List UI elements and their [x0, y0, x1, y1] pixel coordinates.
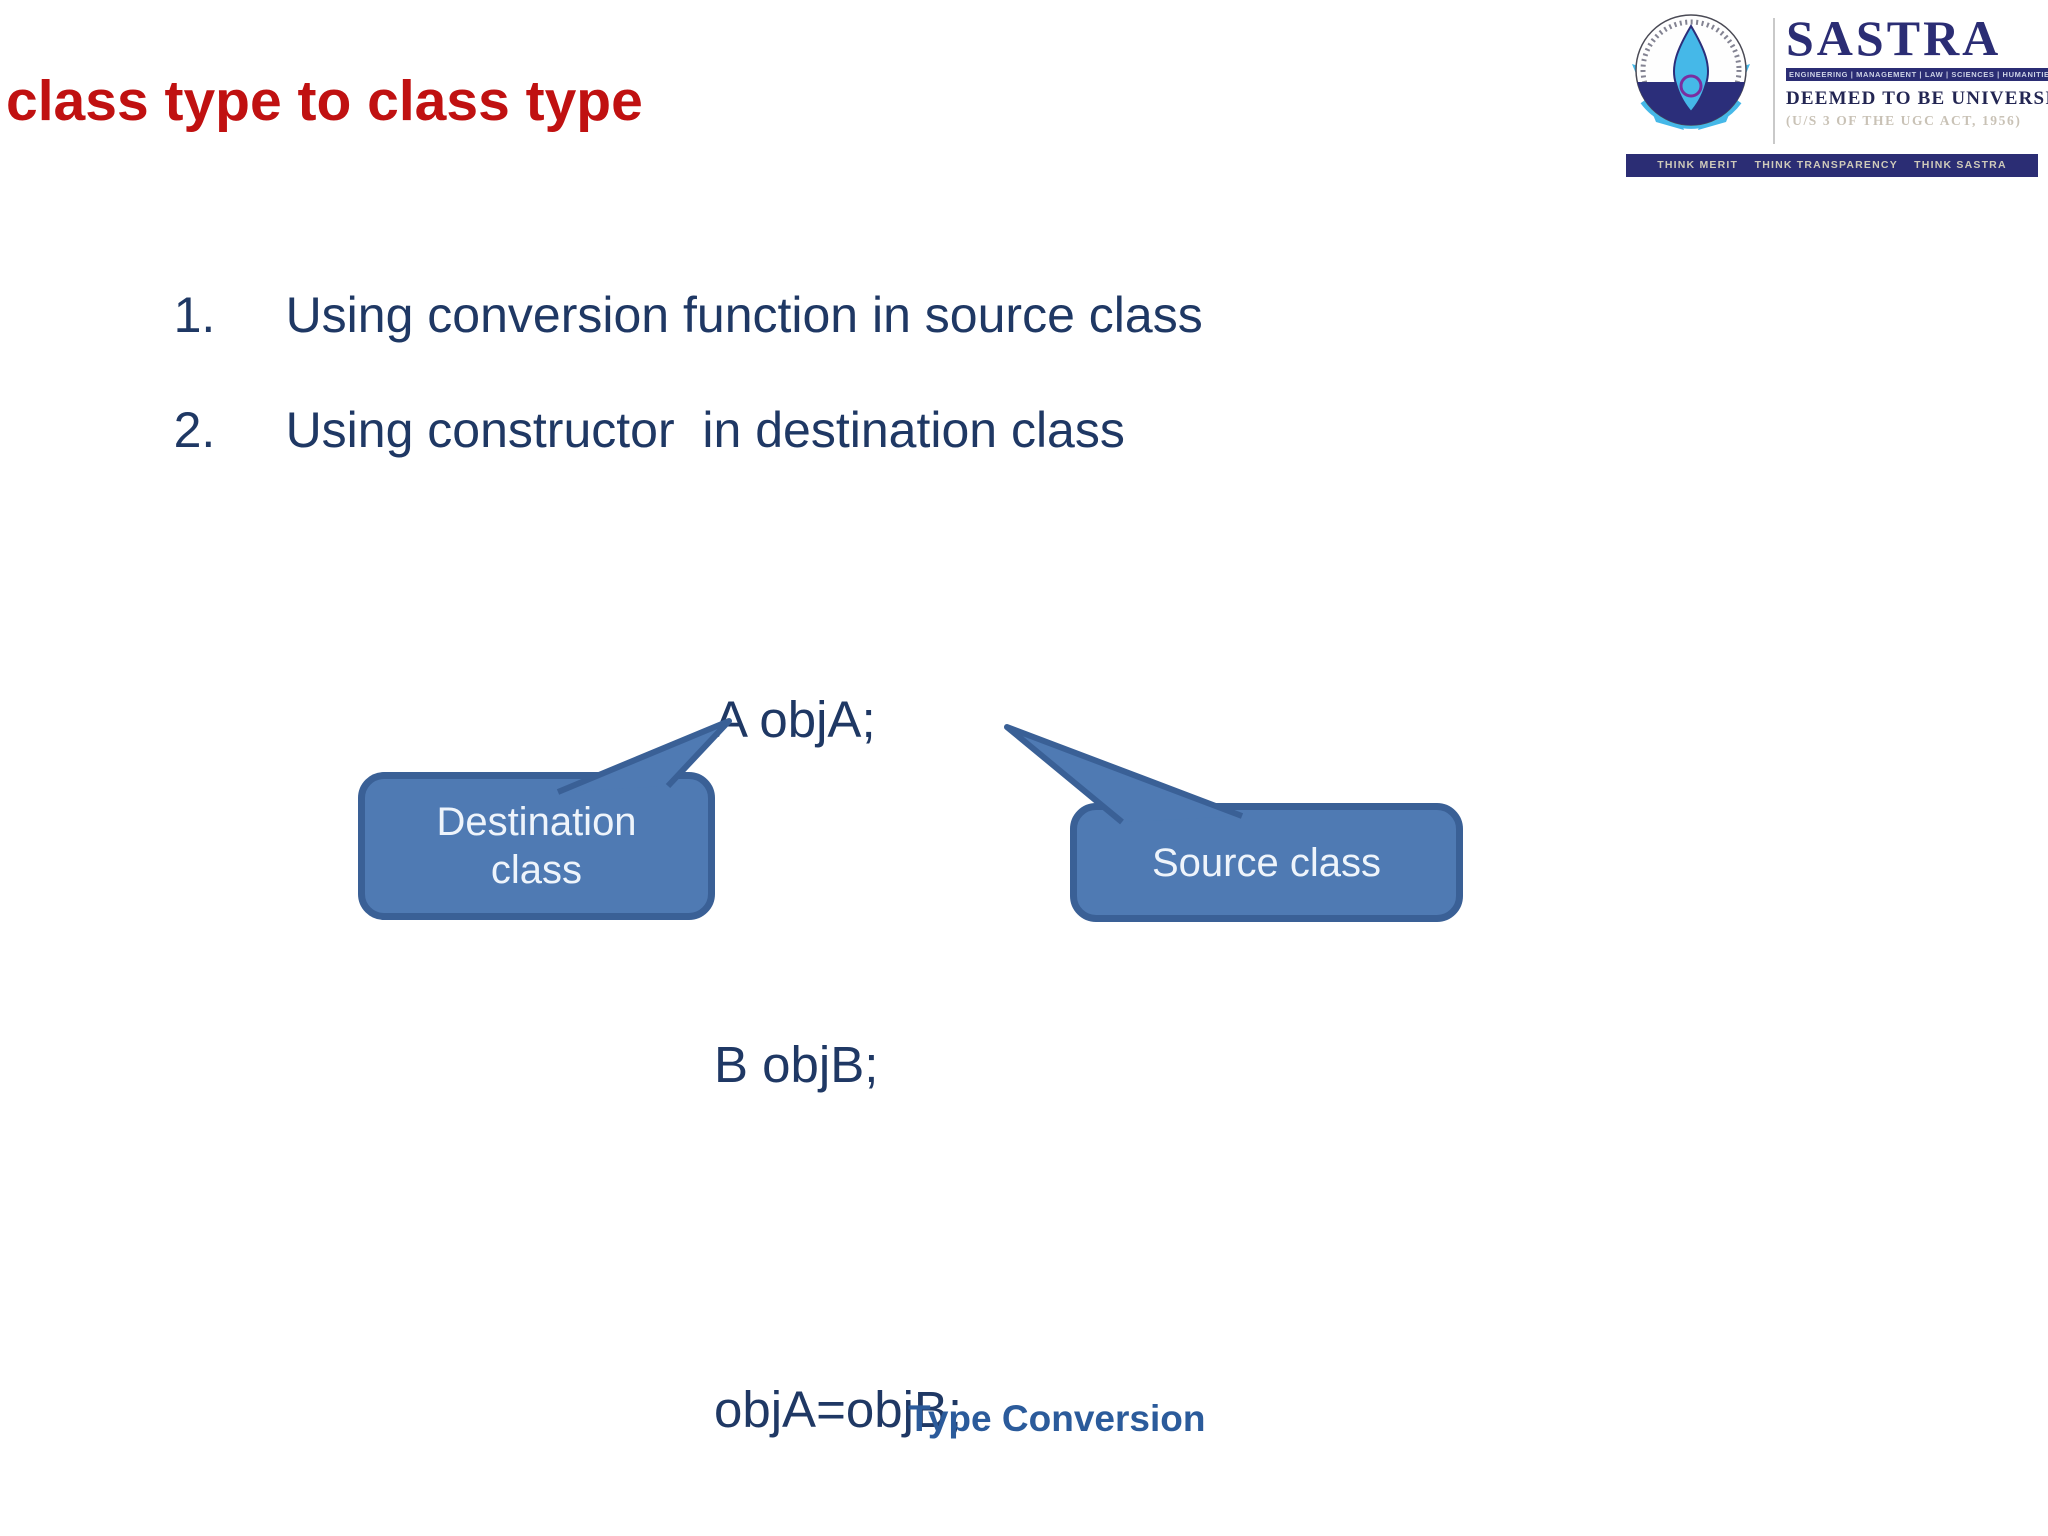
- list-item-text: Using conversion function in source clas…: [285, 287, 1203, 343]
- code-block: A objA; B objB; objA=objB;: [714, 432, 962, 1536]
- callout-label: Source class: [1152, 840, 1381, 885]
- university-name: SASTRA: [1786, 10, 2002, 66]
- code-line: objA=objB;: [714, 1381, 963, 1438]
- think-banner: THINK MERIT THINK TRANSPARENCY THINK SAS…: [1626, 154, 2038, 177]
- footer-title: Type Conversion: [908, 1398, 1206, 1439]
- logo-text: SASTRA ENGINEERING | MANAGEMENT | LAW | …: [1786, 10, 2048, 129]
- sastra-logo: SASTRA ENGINEERING | MANAGEMENT | LAW | …: [1620, 4, 2048, 180]
- callout-label: Destination class: [436, 800, 637, 892]
- callout-destination-class: Destination class: [358, 772, 715, 920]
- university-emblem-icon: [1632, 14, 1750, 130]
- code-line: B objB;: [714, 1036, 879, 1093]
- list-item-text: Using constructor in destination class: [285, 402, 1125, 458]
- ugc-act-text: (U/S 3 OF THE UGC ACT, 1956): [1786, 113, 2022, 128]
- list-item: 2. Using constructor in destination class: [118, 343, 1125, 517]
- list-item-number: 1.: [173, 287, 216, 343]
- code-line: A objA;: [714, 691, 876, 748]
- page-title: class type to class type: [6, 69, 643, 133]
- callout-source-class: Source class: [1070, 803, 1463, 922]
- list-item-number: 2.: [173, 402, 216, 458]
- deemed-university-text: DEEMED TO BE UNIVERSITY: [1786, 88, 2048, 109]
- list-item: 1. Using conversion function in source cl…: [118, 228, 1203, 402]
- logo-disciplines-strip: ENGINEERING | MANAGEMENT | LAW | SCIENCE…: [1786, 68, 2048, 81]
- logo-divider: [1773, 18, 1775, 144]
